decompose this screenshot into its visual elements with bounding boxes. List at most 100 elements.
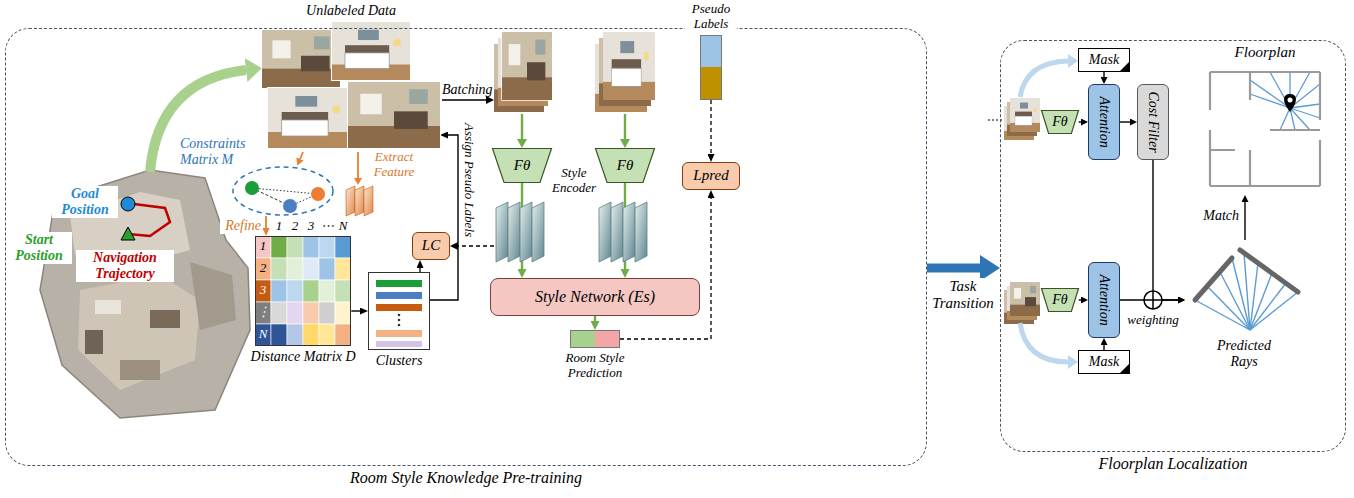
label-holder: Start Position (6, 232, 72, 264)
annotation-label: Start Position (6, 232, 72, 264)
filter-box: Cost Filter (1137, 84, 1169, 160)
floorplan-walls (1210, 72, 1320, 186)
photo-set (268, 88, 350, 148)
scene-map (40, 170, 250, 418)
predicted-walls (1195, 250, 1298, 300)
sum-symbol (1144, 291, 1162, 309)
feature-stack (508, 202, 520, 262)
matrix-cells (335, 280, 351, 302)
batch-stack (502, 32, 552, 100)
matrix-cells (287, 258, 303, 280)
label-holder: Batching (442, 82, 492, 98)
scene-map (120, 360, 160, 380)
photo-set (268, 88, 350, 148)
connector-layer (266, 72, 1245, 350)
cluster-bars (398, 319, 401, 322)
loss-box: LC (412, 232, 450, 260)
scene-map (190, 262, 236, 330)
node-text: Room Style Prediction (549, 351, 641, 381)
node-text: Room Style Knowledge Pre-training (350, 469, 582, 487)
feature-stack (355, 186, 364, 216)
annotation-label: N (335, 219, 351, 234)
batch-arrow (521, 114, 523, 139)
matrix-cells (255, 236, 351, 346)
annotation-label: Goal Position (52, 186, 118, 218)
label-holder: 2 (255, 261, 271, 276)
feature-stack (599, 202, 611, 262)
annotation-label: Navigation Trajectory (76, 250, 174, 282)
attention-box: Attention (1088, 262, 1120, 338)
node-text: Lpred (693, 167, 728, 184)
matrix-cells (255, 302, 271, 324)
matrix-cells (303, 324, 319, 346)
node-text: Attention (1096, 96, 1112, 147)
node-text: Cost Filter (1145, 91, 1161, 152)
feature-stack (520, 202, 532, 262)
flow-connector (1103, 72, 1104, 77)
node-text: Clusters (376, 353, 423, 369)
node-text: Fθ (1052, 292, 1067, 308)
flow-connector (620, 198, 711, 339)
shape-outline (233, 167, 333, 215)
matrix-cells (287, 324, 303, 346)
cluster-bars (376, 292, 422, 299)
matrix-cells (303, 258, 319, 280)
flow-connector (927, 264, 980, 273)
label-holder: N (335, 219, 351, 234)
matrix-cells (255, 258, 271, 280)
annotation-label: 3 (255, 283, 271, 298)
mask-box: Mask (1078, 48, 1130, 72)
connector-label: Match (1196, 208, 1240, 224)
scene-map (150, 310, 180, 328)
annotation-label: Batching (442, 82, 492, 98)
matrix-cells (335, 324, 351, 346)
batch-stack (502, 32, 552, 100)
flow-connector (1079, 121, 1081, 122)
navigation-path (128, 204, 170, 236)
predicted-rays (1195, 253, 1298, 330)
floorplan-rays (1280, 108, 1290, 130)
location-pin (1284, 94, 1296, 112)
sum-symbol (1152, 291, 1154, 309)
shape-outline (1042, 289, 1079, 312)
constraint-points (245, 181, 325, 213)
floorplan-rays (1290, 108, 1310, 130)
location-pin (1284, 94, 1296, 112)
matrix-cells (271, 236, 287, 258)
node-text: Mask (1089, 52, 1119, 68)
predicted-walls (1240, 250, 1298, 292)
node-text: Distance Matrix D (251, 349, 356, 365)
batch-stack (603, 32, 655, 100)
encoder-block: Fθ (492, 148, 552, 183)
cluster-bars (376, 330, 422, 337)
label-bar: Pseudo Labels (700, 35, 722, 100)
matrix-cells (271, 324, 287, 346)
cluster-bars (398, 314, 401, 317)
matrix-cells (271, 258, 287, 280)
matrix-cells (255, 280, 271, 302)
floorplan-map: Floorplan (1198, 64, 1332, 195)
node-text: Predicted Rays (1202, 338, 1286, 370)
image-set: Unlabeled Data (262, 22, 440, 150)
label-holder: Navigation Trajectory (76, 250, 174, 282)
mask-arrow (1020, 323, 1068, 362)
matrix-cells (303, 280, 319, 302)
label-holder: 3 (303, 219, 319, 234)
node-text: Mask (1089, 354, 1119, 370)
flow-connector (430, 135, 458, 300)
constraint-ellipse-outline (232, 166, 334, 216)
mask-arrow (1020, 61, 1068, 97)
flow-connector (1120, 299, 1178, 300)
attention-box: Attention (1088, 84, 1120, 160)
label-holder: ⋯ (319, 219, 335, 234)
scene-map (95, 300, 121, 314)
node-text: LC (422, 237, 440, 254)
feature-stack (611, 202, 623, 262)
network-box: Style Network (Es) (490, 278, 700, 316)
scene-map (85, 330, 103, 354)
navigation-path (121, 197, 135, 211)
shape-outline (493, 149, 552, 183)
shape-outline (596, 149, 655, 183)
extract-arrow (300, 152, 303, 159)
